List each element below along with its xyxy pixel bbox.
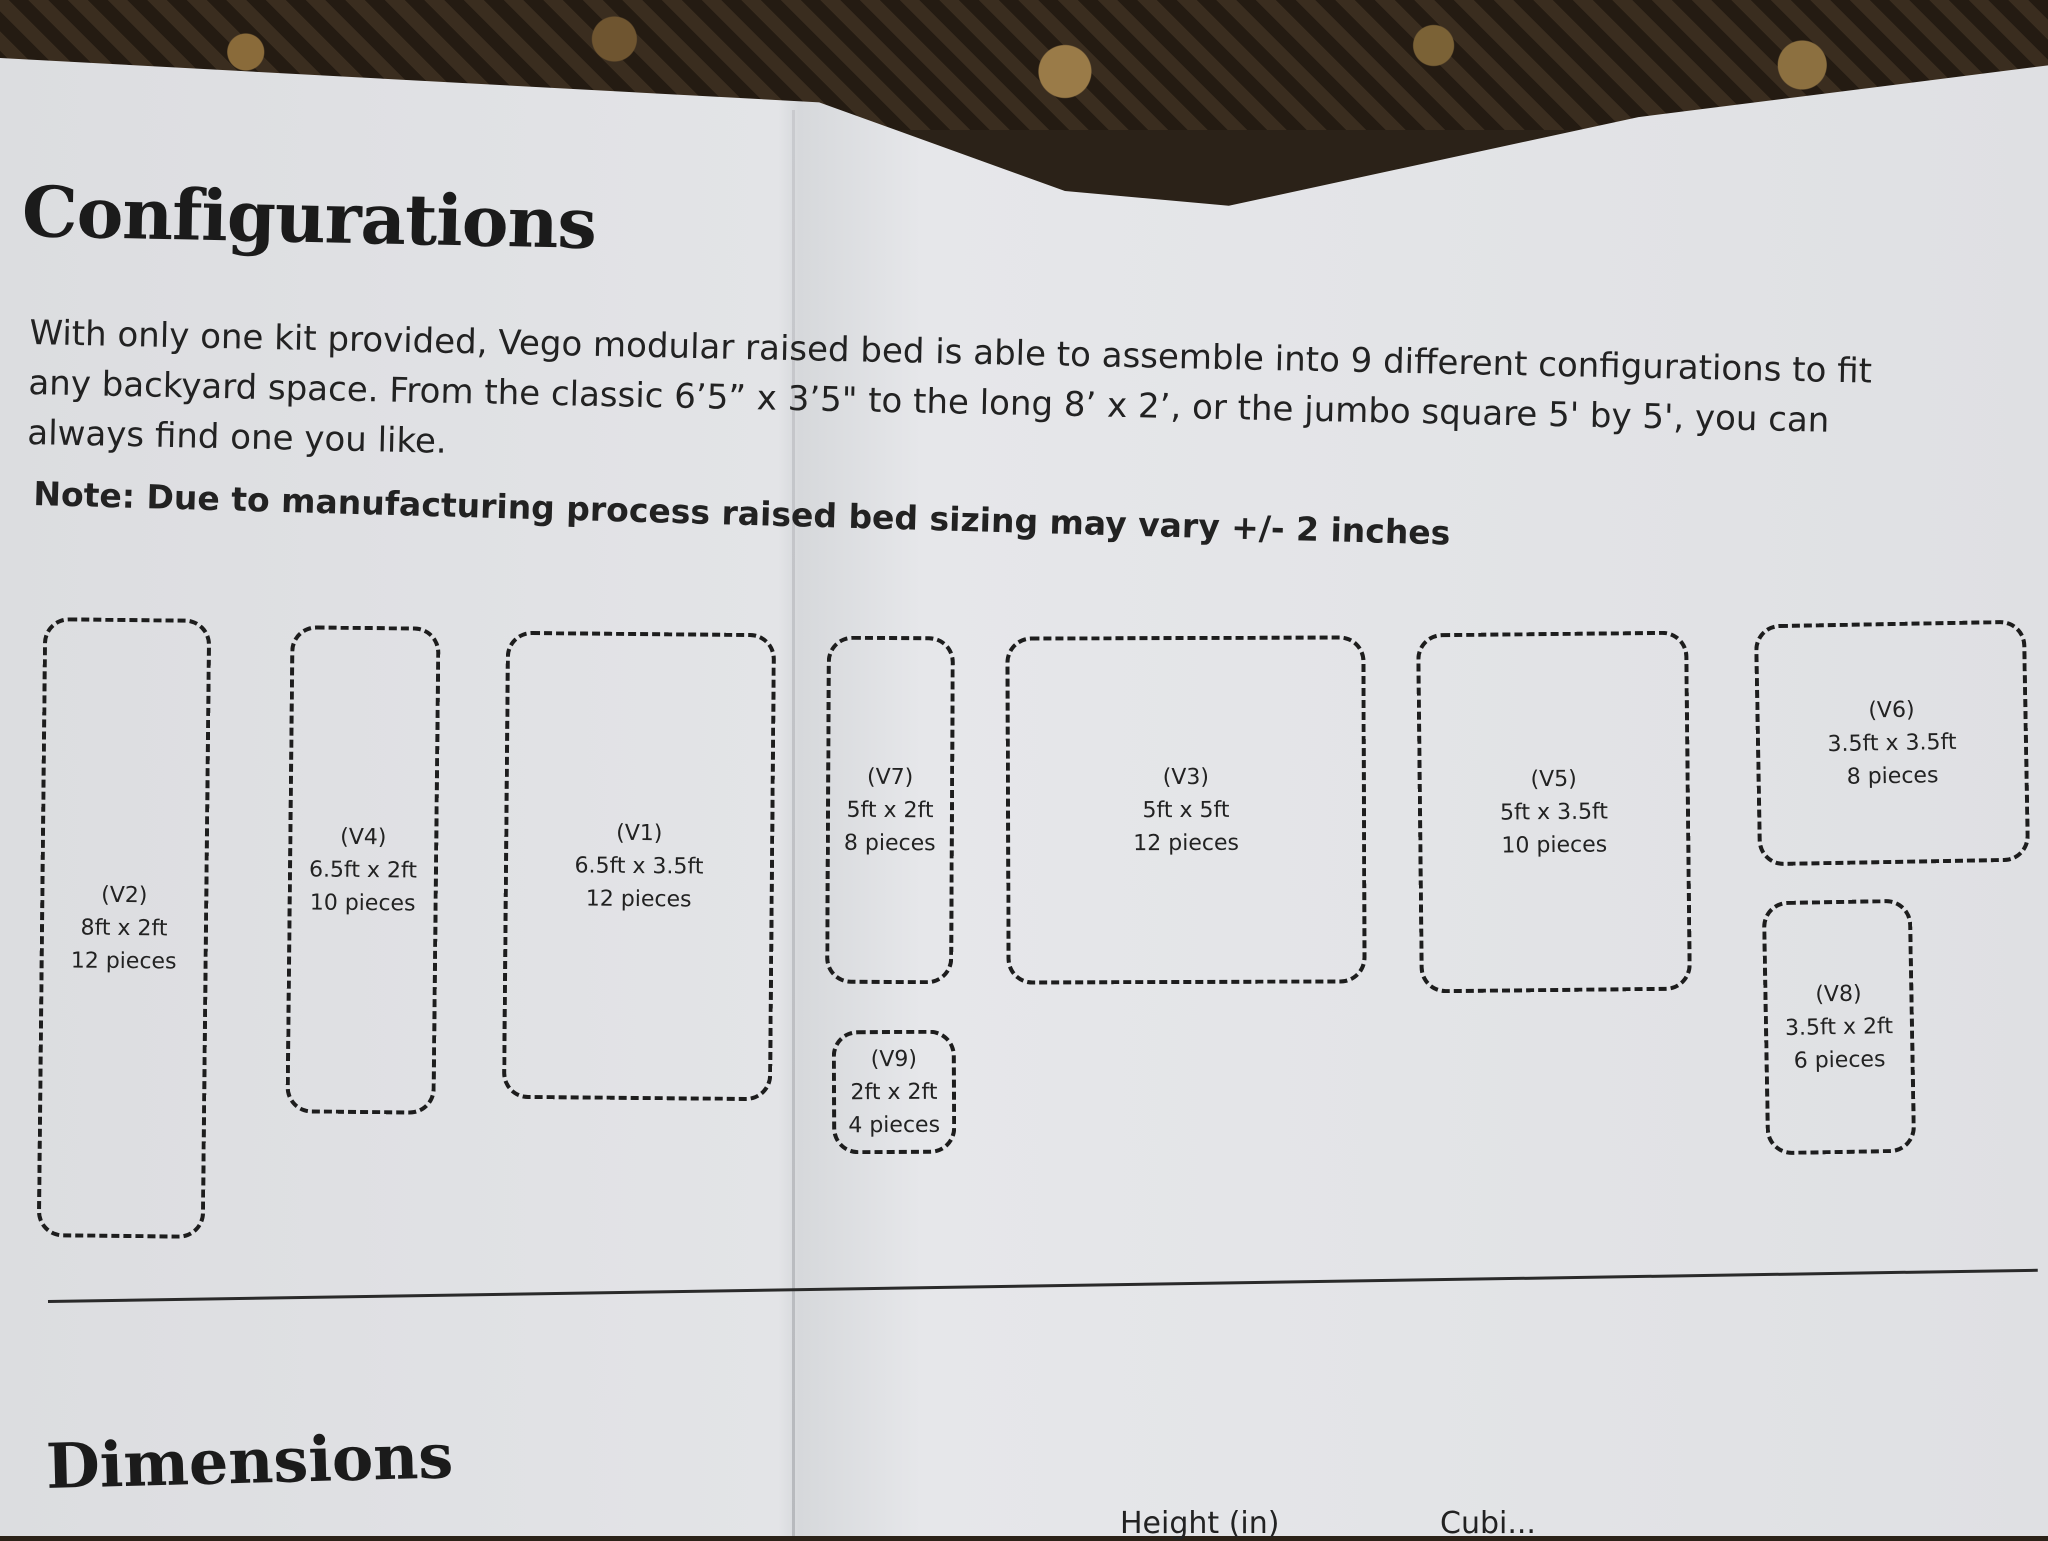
config-pieces: 6 pieces	[1793, 1046, 1886, 1074]
config-v1: (V1) 6.5ft x 3.5ft 12 pieces	[501, 630, 777, 1102]
config-size: 5ft x 2ft	[846, 797, 934, 823]
config-code: (V9)	[870, 1046, 918, 1072]
config-v2: (V2) 8ft x 2ft 12 pieces	[36, 617, 212, 1239]
config-size: 3.5ft x 3.5ft	[1827, 729, 1957, 757]
config-size: 5ft x 3.5ft	[1499, 798, 1609, 826]
configurations-heading: Configurations	[21, 170, 597, 266]
paper-fold-line	[792, 110, 795, 1536]
config-pieces: 10 pieces	[309, 889, 416, 917]
config-code: (V4)	[340, 824, 387, 850]
config-code: (V5)	[1530, 766, 1577, 792]
config-code: (V2)	[101, 882, 148, 908]
config-size: 6.5ft x 3.5ft	[574, 852, 704, 880]
config-code: (V7)	[866, 764, 914, 790]
config-code: (V6)	[1868, 697, 1915, 723]
config-pieces: 12 pieces	[1133, 830, 1240, 856]
config-pieces: 8 pieces	[843, 830, 936, 856]
config-v3: (V3) 5ft x 5ft 12 pieces	[1005, 635, 1367, 985]
config-size: 3.5ft x 2ft	[1784, 1013, 1894, 1041]
config-code: (V3)	[1162, 764, 1210, 790]
table-header-height: Height (in)	[1120, 1506, 1280, 1541]
config-pieces: 12 pieces	[585, 886, 692, 912]
config-pieces: 12 pieces	[70, 947, 177, 975]
config-v6: (V6) 3.5ft x 3.5ft 8 pieces	[1753, 619, 2031, 867]
config-v4: (V4) 6.5ft x 2ft 10 pieces	[285, 625, 441, 1115]
dimensions-heading: Dimensions	[45, 1419, 455, 1503]
config-pieces: 8 pieces	[1846, 762, 1939, 790]
config-size: 2ft x 2ft	[850, 1079, 938, 1105]
config-code: (V8)	[1815, 981, 1862, 1007]
config-pieces: 4 pieces	[848, 1112, 941, 1138]
instruction-sheet	[0, 58, 2048, 1536]
config-pieces: 10 pieces	[1501, 831, 1608, 859]
config-v7: (V7) 5ft x 2ft 8 pieces	[825, 635, 955, 985]
config-v8: (V8) 3.5ft x 2ft 6 pieces	[1761, 898, 1917, 1156]
config-size: 8ft x 2ft	[80, 915, 168, 941]
config-size: 6.5ft x 2ft	[308, 856, 418, 884]
config-v5: (V5) 5ft x 3.5ft 10 pieces	[1416, 630, 1692, 994]
config-v9: (V9) 2ft x 2ft 4 pieces	[831, 1029, 957, 1155]
config-size: 5ft x 5ft	[1142, 797, 1230, 823]
table-header-cubic: Cubi...	[1440, 1506, 1536, 1541]
config-code: (V1)	[616, 820, 663, 846]
